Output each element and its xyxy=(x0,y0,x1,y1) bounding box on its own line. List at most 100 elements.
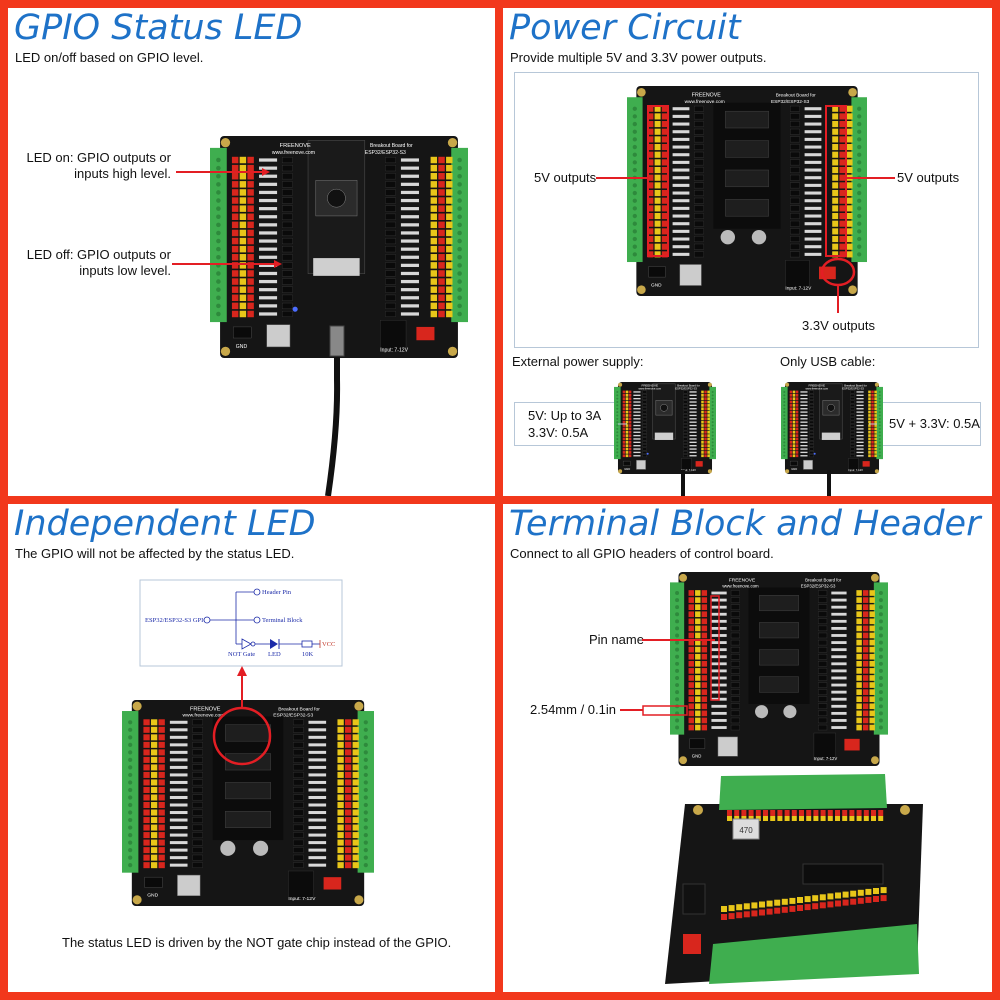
dc-jack xyxy=(785,260,810,290)
panel-terminal-block-header: Terminal Block and Header Connect to all… xyxy=(503,504,992,992)
dc-jack xyxy=(681,458,692,472)
silk-input: Input: 7-12V xyxy=(848,468,863,472)
not-gate-chip xyxy=(759,676,799,693)
capacitor xyxy=(253,840,269,856)
schematic-vcc: VCC xyxy=(322,641,335,648)
capacitor xyxy=(220,840,236,856)
panel-title: GPIO Status LED xyxy=(14,8,303,48)
gnd-header xyxy=(689,738,706,749)
mount-hole xyxy=(874,382,879,387)
silk-product-1: Breakout Board for xyxy=(278,706,320,712)
mount-hole xyxy=(707,382,712,387)
capacitor xyxy=(755,705,769,719)
dc-jack xyxy=(288,870,314,901)
not-gate-chip xyxy=(725,169,769,188)
usb-cable xyxy=(325,348,341,496)
panel-title: Power Circuit xyxy=(509,8,741,48)
usb-spec-text: 5V + 3.3V: 0.5A xyxy=(889,416,980,431)
mount-hole xyxy=(637,285,646,295)
label-led-off-line2: inputs low level. xyxy=(79,263,171,278)
capacitor xyxy=(720,230,735,245)
heading-external-power: External power supply: xyxy=(512,354,644,369)
capacitor xyxy=(783,705,797,719)
inductor xyxy=(679,264,702,286)
inductor xyxy=(266,324,291,348)
status-led-blue xyxy=(646,452,649,455)
panel-subtitle: The GPIO will not be affected by the sta… xyxy=(15,546,295,561)
inductor xyxy=(636,459,646,470)
mount-hole xyxy=(132,895,142,905)
dc-jack xyxy=(380,320,407,352)
label-led-on-line1: LED on: GPIO outputs or xyxy=(26,150,171,165)
mount-hole xyxy=(447,346,458,356)
gnd-header xyxy=(789,460,798,466)
silk-gnd: GND xyxy=(147,893,158,899)
highlight-5v-right xyxy=(825,105,847,257)
inductor xyxy=(717,736,738,757)
svg-text:470: 470 xyxy=(739,826,753,835)
label-led-on-line2: inputs high level. xyxy=(74,166,171,181)
silk-brand: FREENOVE xyxy=(280,143,311,149)
mount-hole xyxy=(848,285,857,295)
gnd-header xyxy=(622,460,631,466)
label-pin-name: Pin name xyxy=(589,632,644,647)
silk-product-1: Breakout Board for xyxy=(677,384,700,388)
inductor-perspective xyxy=(732,818,760,840)
not-gate-chip xyxy=(759,622,799,639)
mount-hole xyxy=(220,346,231,356)
highlight-pin-name xyxy=(710,595,720,701)
silk-gnd: GND xyxy=(651,283,662,289)
status-led-blue xyxy=(292,306,298,312)
panel-independent-led: Independent LED The GPIO will not be aff… xyxy=(8,504,495,992)
chip-perspective xyxy=(802,863,884,885)
mount-hole xyxy=(132,701,142,711)
mount-hole xyxy=(354,701,364,711)
mount-hole xyxy=(900,805,910,815)
mount-hole xyxy=(785,382,790,387)
mount-hole xyxy=(447,138,458,148)
mount-hole xyxy=(220,138,231,148)
silk-brand: FREENOVE xyxy=(642,384,659,388)
heading-usb-only: Only USB cable: xyxy=(780,354,876,369)
mount-hole xyxy=(637,87,646,97)
silk-gnd: GND xyxy=(791,467,797,471)
schematic-resistor: 10K xyxy=(302,651,314,658)
not-gate-chip xyxy=(725,140,769,158)
gpio-node xyxy=(203,616,211,624)
arrow-led-off-head xyxy=(274,260,282,268)
mount-hole xyxy=(870,573,879,582)
dc-jack xyxy=(848,458,859,472)
silk-product-1: Breakout Board for xyxy=(776,93,816,99)
terminal-row-top xyxy=(719,774,887,810)
status-led-blue xyxy=(813,452,816,455)
silk-input: Input: 7-12V xyxy=(681,468,696,472)
mount-hole xyxy=(874,469,879,474)
silk-input: Input: 7-12V xyxy=(288,896,316,902)
silk-product-2: ESP32/ESP32-S3 xyxy=(771,99,810,105)
mount-hole xyxy=(848,87,857,97)
silk-brand: FREENOVE xyxy=(692,93,721,99)
ribbon-connector xyxy=(313,258,360,276)
power-header xyxy=(695,461,703,467)
ribbon-connector xyxy=(654,432,674,440)
highlight-pitch xyxy=(642,705,688,716)
silk-url: www.freenove.com xyxy=(182,712,224,718)
arrow-led-on-head xyxy=(262,168,270,176)
silk-brand: FREENOVE xyxy=(729,578,755,584)
panel-subtitle: LED on/off based on GPIO level. xyxy=(15,50,204,65)
power-header xyxy=(844,738,860,751)
gnd-header xyxy=(233,326,252,339)
panel-gpio-status-led: GPIO Status LED LED on/off based on GPIO… xyxy=(8,8,495,496)
silk-product-1: Breakout Board for xyxy=(370,143,413,149)
schematic-header-pin: Header Pin xyxy=(262,589,292,596)
silk-product-1: Breakout Board for xyxy=(844,384,867,388)
not-gate-chip xyxy=(725,110,769,129)
panel-title: Independent LED xyxy=(14,504,316,544)
capacitor xyxy=(751,230,767,245)
silk-input: Input: 7-12V xyxy=(814,756,838,761)
led-symbol xyxy=(270,639,278,649)
mount-hole xyxy=(618,469,623,474)
silk-brand: FREENOVE xyxy=(190,706,221,712)
